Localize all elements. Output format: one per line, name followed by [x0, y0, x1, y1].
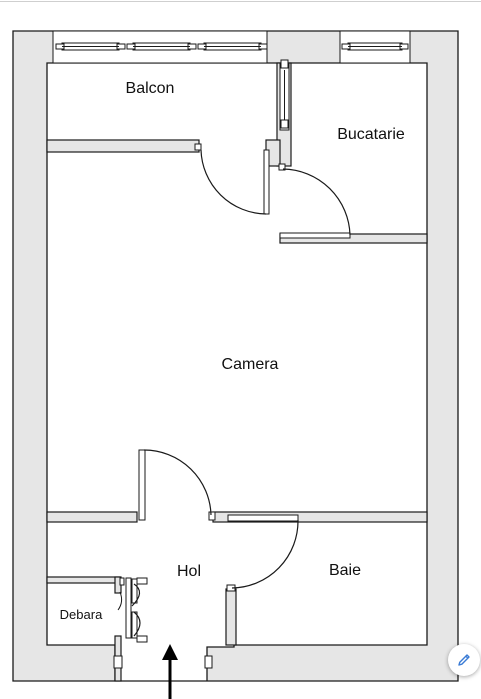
balcony-windows [52, 30, 268, 64]
kitchen-window [339, 30, 411, 64]
room-label-balcon: Balcon [126, 80, 175, 97]
entrance-door [113, 655, 213, 669]
pencil-icon [458, 654, 470, 666]
door-baie [226, 514, 299, 592]
edit-button[interactable] [448, 644, 480, 676]
entrance-arrow [162, 644, 178, 699]
kitchen-partition-window [279, 59, 290, 131]
door-debara [117, 577, 148, 643]
room-label-camera: Camera [222, 356, 279, 373]
door-balcony [194, 143, 270, 215]
room-label-bucatarie: Bucatarie [337, 126, 405, 143]
door-kitchen [278, 163, 351, 239]
room-label-hol: Hol [177, 563, 201, 580]
door-camera [138, 449, 216, 521]
room-label-baie: Baie [329, 562, 361, 579]
outer-wall [12, 30, 459, 682]
room-label-debara: Debara [60, 607, 103, 622]
